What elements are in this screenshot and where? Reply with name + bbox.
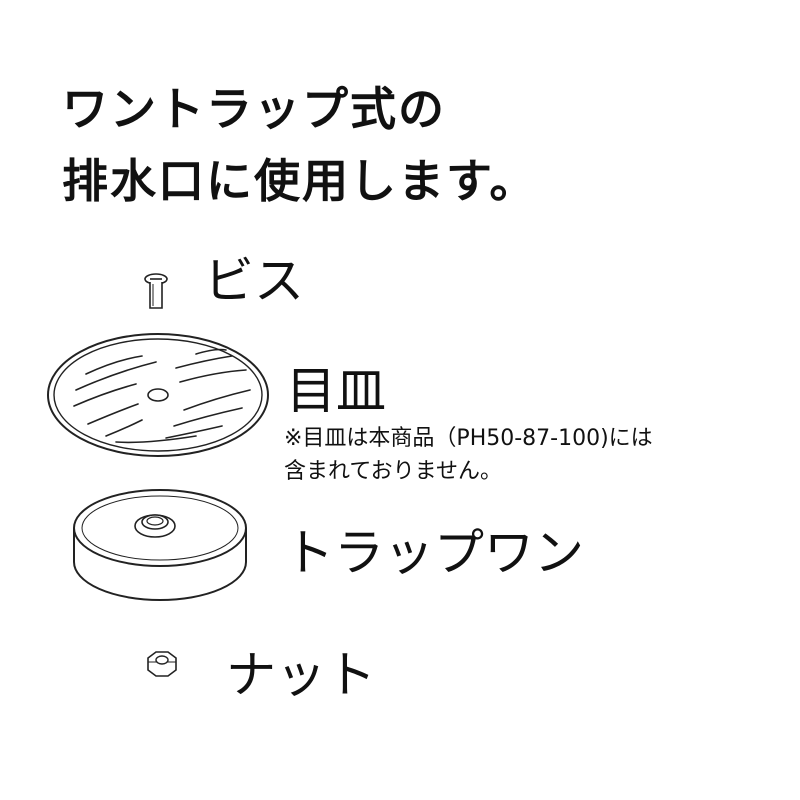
trap-label: トラップワン xyxy=(284,524,584,582)
grate-note-line-2: 含まれておりません。 xyxy=(284,459,503,484)
nut-label: ナット xyxy=(226,646,376,704)
nut-icon xyxy=(147,651,177,677)
grate-note-line-1: ※目皿は本商品（PH50-87-100)には xyxy=(284,426,653,451)
trap-icon xyxy=(73,489,247,601)
screw-label: ビス xyxy=(204,252,304,310)
screw-icon xyxy=(144,273,168,309)
drain-grate-icon xyxy=(47,333,269,457)
grate-label: 目皿 xyxy=(286,362,386,420)
heading-line-1: ワントラップ式の xyxy=(62,82,446,136)
heading-line-2: 排水口に使用します。 xyxy=(62,154,538,208)
